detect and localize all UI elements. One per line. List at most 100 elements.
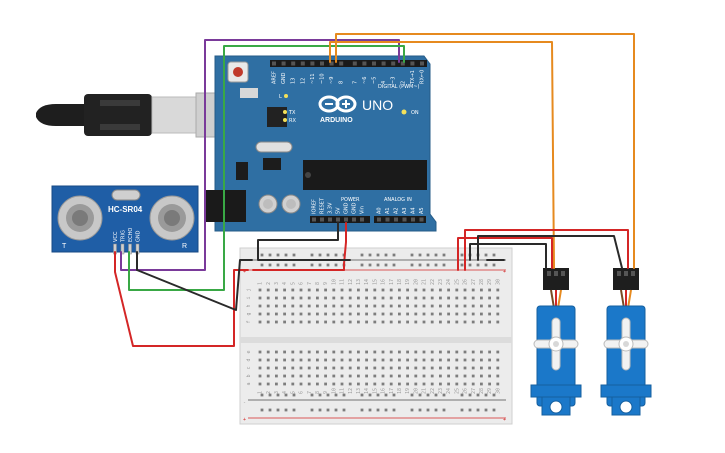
breadboard-column-label: 10 (331, 279, 337, 285)
power-pin-label: GND (344, 202, 350, 214)
breadboard-column-label: 28 (479, 388, 485, 394)
l-led-label: L (279, 94, 282, 100)
arduino-model: UNO (362, 97, 393, 113)
digital-pin-label: ~11 (310, 73, 316, 84)
top-plus-mark: + (243, 269, 246, 275)
breadboard-row-label: d (246, 358, 252, 361)
breadboard-column-label: 9 (323, 282, 329, 285)
breadboard: + + - + + 112233445566778899101011111212… (239, 247, 513, 425)
wire-orange-servo2 (335, 33, 635, 269)
breadboard-holes (258, 253, 500, 412)
breadboard-row-label: i (246, 296, 252, 299)
arduino-uno-board: ARDUINO UNO DIGITAL (PWM~) POWER ANALOG … (206, 55, 437, 232)
breadboard-column-label: 6 (299, 391, 305, 394)
breadboard-column-label: 7 (307, 391, 313, 394)
digital-pin-label: ~5 (372, 77, 378, 84)
breadboard-column-label: 8 (315, 282, 321, 285)
digital-header (270, 60, 427, 67)
breadboard-column-label: 8 (315, 391, 321, 394)
breadboard-column-label: 3 (274, 391, 280, 394)
breadboard-column-label: 11 (340, 279, 346, 285)
usb-cable (36, 92, 225, 138)
sensor-t-mark: T (62, 243, 67, 250)
breadboard-column-label: 12 (348, 279, 354, 285)
bottom-plus-mark-right: + (503, 417, 506, 423)
breadboard-column-label: 6 (299, 282, 305, 285)
digital-pin-label: 13 (291, 78, 297, 84)
breadboard-column-label: 27 (471, 279, 477, 285)
breadboard-row-label: j (246, 288, 252, 291)
wire-purple-trig (120, 39, 400, 271)
power-pin-label: Vin (360, 206, 366, 214)
servo-lead-orange (557, 289, 562, 309)
analog-pin-label: A1 (385, 207, 391, 214)
breadboard-column-label: 15 (372, 279, 378, 285)
breadboard-column-label: 18 (397, 279, 403, 285)
breadboard-column-label: 7 (307, 282, 313, 285)
arduino-brand: ARDUINO (320, 117, 353, 124)
usb-chip (267, 107, 287, 127)
digital-pin-label: 4 (381, 81, 387, 84)
servo-mount-hole (619, 400, 633, 414)
digital-pin-label: ~3 (391, 77, 397, 84)
wire-red-servo2 (464, 229, 629, 271)
breadboard-row-label: b (246, 374, 252, 377)
breadboard-column-label: 20 (413, 279, 419, 285)
analog-pin-label: A3 (402, 207, 408, 214)
power-pin-label: 3.3V (328, 202, 334, 214)
breadboard-row-label: a (246, 382, 252, 385)
tx-led-label: TX (288, 110, 296, 116)
analog-pin-label: A4 (411, 207, 417, 214)
breadboard-row-label: c (246, 366, 252, 369)
sensor-label: HC-SR04 (108, 205, 143, 214)
wire-green-echo (128, 45, 405, 291)
sensor-pin-label: GND (135, 230, 141, 242)
breadboard-column-label: 25 (454, 388, 460, 394)
breadboard-column-label: 28 (479, 279, 485, 285)
center-channel (240, 337, 512, 343)
breadboard-column-label: 25 (454, 279, 460, 285)
servo-motors (530, 268, 652, 416)
breadboard-column-label: 14 (364, 388, 370, 394)
breadboard-column-label: 29 (487, 279, 493, 285)
digital-pin-label: TX→1 (410, 70, 416, 85)
breadboard-column-label: 4 (282, 282, 288, 285)
sensor-pin-label: TRIG (120, 230, 126, 243)
breadboard-column-label: 2 (266, 391, 272, 394)
analog-header-label: ANALOG IN (384, 197, 412, 203)
top-plus-mark-right: + (503, 269, 506, 275)
power-pin-label: RESET (320, 197, 326, 214)
breadboard-column-label: 18 (397, 388, 403, 394)
breadboard-row-label: g (246, 312, 252, 315)
on-led-label: ON (411, 110, 419, 116)
digital-pin-label: 12 (300, 78, 306, 84)
breadboard-column-label: 29 (487, 388, 493, 394)
power-pin-label: GND (352, 202, 358, 214)
breadboard-column-label: 1 (258, 391, 264, 394)
breadboard-column-label: 24 (446, 388, 452, 394)
breadboard-column-label: 30 (495, 279, 501, 285)
analog-pin-label: A2 (394, 207, 400, 214)
wire-red-servo1 (457, 237, 553, 271)
analog-pin-label: A0 (377, 207, 383, 214)
wire-black-sensor-gnd (136, 251, 253, 311)
breadboard-column-label: 21 (422, 388, 428, 394)
breadboard-column-label: 12 (348, 388, 354, 394)
wire-black-gnd (257, 222, 351, 261)
breadboard-column-label: 9 (323, 391, 329, 394)
breadboard-column-label: 22 (430, 279, 436, 285)
breadboard-column-label: 19 (405, 279, 411, 285)
digital-pin-label: 2 (400, 81, 406, 84)
sensor-pin-label: ECHO (128, 228, 134, 242)
bottom-minus-mark: - (243, 400, 246, 406)
wire-red-sensor-vcc (114, 251, 249, 347)
power-pin-label: IOREF (312, 199, 318, 214)
breadboard-column-label: 5 (290, 391, 296, 394)
wire-black-servo2 (477, 235, 623, 269)
rx-led-label: RX (289, 118, 296, 124)
